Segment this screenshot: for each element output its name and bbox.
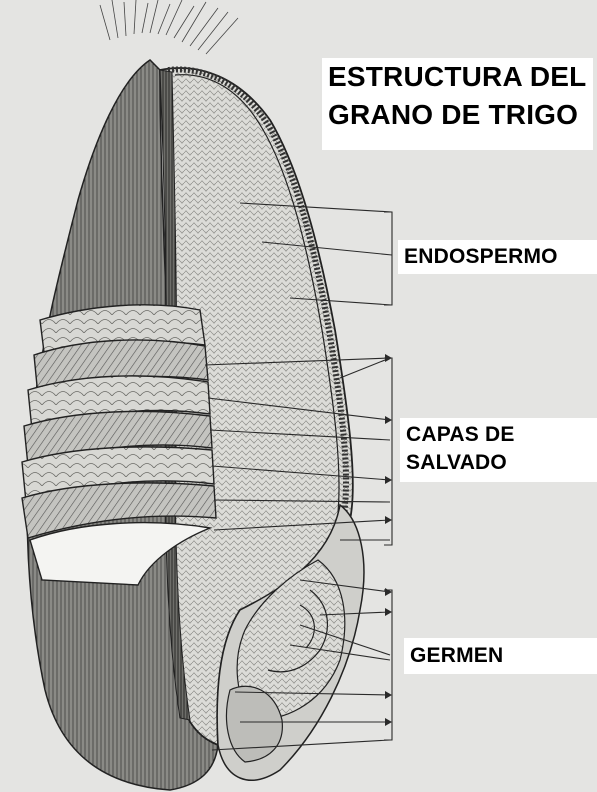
- title-line-1: ESTRUCTURA DEL: [328, 62, 586, 92]
- label-bran-line-1: CAPAS DE: [406, 423, 515, 447]
- label-endosperm: ENDOSPERMO: [398, 240, 597, 274]
- label-endosperm-text: ENDOSPERMO: [404, 245, 558, 269]
- diagram-title: ESTRUCTURA DEL GRANO DE TRIGO: [322, 58, 593, 150]
- label-bran-line-2: SALVADO: [406, 451, 507, 475]
- label-germ: GERMEN: [404, 638, 597, 674]
- brush-hairs: [100, 0, 238, 54]
- label-germ-text: GERMEN: [410, 644, 503, 668]
- title-line-2: GRANO DE TRIGO: [328, 100, 578, 130]
- label-bran-layers: CAPAS DE SALVADO: [400, 418, 597, 482]
